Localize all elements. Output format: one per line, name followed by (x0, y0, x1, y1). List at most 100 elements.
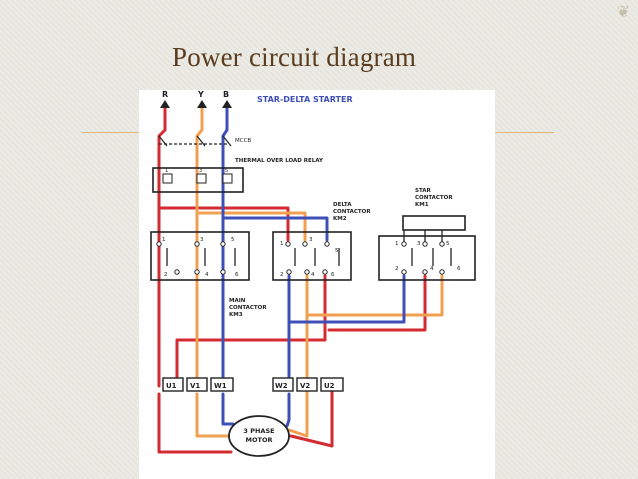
km3-num-2: 2 (164, 272, 168, 278)
terminal-w1-label: W1 (214, 382, 227, 390)
main-label-1: MAIN (229, 298, 246, 304)
main-contactor-box (150, 231, 250, 281)
km2-num-3: 3 (309, 237, 313, 243)
main-label-2: CONTACTOR (229, 305, 267, 311)
title-rule-right (494, 132, 554, 133)
star-contactor-box (378, 235, 476, 281)
km3-contact-top-1 (156, 241, 162, 247)
star-shorting-link (402, 215, 466, 231)
terminal-u1 (162, 377, 184, 392)
km3-num-4: 4 (205, 272, 209, 278)
overload-label: THERMAL OVER LOAD RELAY (235, 158, 324, 164)
terminal-u1-label: U1 (166, 382, 177, 390)
terminal-v1-label: V1 (190, 382, 200, 390)
wire-red-starlink (327, 274, 427, 332)
km1-num-5: 5 (446, 241, 450, 247)
km3-contact-bot-2 (174, 269, 180, 275)
km2-contact-bot-6 (322, 269, 328, 275)
arrow-r (160, 100, 170, 108)
star-label-2: CONTACTOR (415, 195, 453, 201)
circuit-svg: R Y B STAR-DELTA STARTER MCCB THERMAL OV… (150, 90, 476, 457)
fleuron-icon: ❦ (616, 2, 630, 21)
wire-red-u2 (289, 386, 334, 448)
km1-num-6: 6 (457, 266, 461, 272)
arrow-y (197, 100, 207, 108)
terminal-v2-label: V2 (300, 382, 310, 390)
motor-label-1: 3 PHASE (243, 427, 274, 435)
km2-num-2: 2 (280, 272, 284, 278)
olr-num-1: 1 (165, 168, 168, 174)
km1-contact-bot-6 (439, 269, 445, 275)
wire-red-motor (157, 392, 233, 454)
wire-orange-delta (195, 211, 307, 242)
km2-num-4: 4 (311, 272, 315, 278)
km3-num-6: 6 (235, 272, 239, 278)
olr-element-b (222, 173, 233, 184)
km2-contact-bot-2 (286, 269, 292, 275)
km2-num-6: 6 (331, 272, 335, 278)
km3-contact-bot-4 (194, 269, 200, 275)
km3-contact-bot-6 (220, 269, 226, 275)
km3-num-3: 3 (200, 237, 204, 243)
km2-contact-top-5 (324, 241, 330, 247)
terminal-v2 (296, 377, 318, 392)
terminal-w2 (272, 377, 294, 392)
olr-element-r (162, 173, 173, 184)
motor-label-2: MOTOR (246, 436, 273, 444)
wire-red-delta (157, 206, 290, 242)
terminal-v1 (186, 377, 208, 392)
phase-label-b: B (223, 90, 229, 99)
km1-contact-bot-4 (422, 269, 428, 275)
star-label-1: STAR (415, 188, 432, 194)
km1-num-1: 1 (395, 241, 399, 247)
star-label-3: KM1 (415, 202, 429, 208)
km1-contact-top-1 (401, 241, 407, 247)
km2-num-1: 1 (280, 241, 284, 247)
km3-num-5: 5 (231, 237, 235, 243)
overload-relay-box (152, 167, 244, 193)
delta-label-2: CONTACTOR (333, 209, 371, 215)
title-rule-left (82, 132, 140, 133)
km1-contact-top-3 (422, 241, 428, 247)
terminal-w1 (210, 377, 234, 392)
diagram-title: STAR-DELTA STARTER (257, 95, 353, 104)
main-label-3: KM3 (229, 312, 243, 318)
km2-num-5: 5 (335, 248, 339, 254)
arrow-b (222, 100, 232, 108)
terminal-u2 (320, 377, 344, 392)
phase-label-r: R (162, 90, 168, 99)
delta-label-3: KM2 (333, 216, 347, 222)
km3-contact-top-3 (194, 241, 200, 247)
terminal-w2-label: W2 (275, 382, 288, 390)
km2-contact-bot-4 (304, 269, 310, 275)
km3-contact-top-5 (220, 241, 226, 247)
wire-blue-main (221, 106, 229, 388)
km1-num-2: 2 (395, 266, 399, 272)
km1-num-3: 3 (417, 241, 421, 247)
wire-blue-star (287, 274, 406, 324)
km2-contact-top-3 (302, 241, 308, 247)
mccb-switch-b (222, 135, 232, 147)
motor-symbol (228, 415, 290, 457)
wire-red-main (157, 106, 167, 388)
mccb-switch-r (158, 135, 168, 147)
wire-orange-main (195, 106, 204, 388)
wire-blue-w2-motor (285, 392, 291, 428)
km1-contact-top-5 (439, 241, 445, 247)
km2-contact-top-1 (285, 241, 291, 247)
wire-blue-motor (221, 392, 235, 426)
mccb-label: MCCB (235, 138, 251, 144)
delta-contactor-box (272, 231, 352, 281)
olr-num-5: 5 (225, 168, 228, 174)
km3-num-1: 1 (162, 237, 166, 243)
olr-element-y (196, 173, 207, 184)
km1-num-4: 4 (430, 266, 434, 272)
wire-orange-star (305, 274, 444, 317)
wire-orange-v2 (287, 313, 309, 438)
slide-title: Power circuit diagram (172, 42, 417, 72)
mccb-switch-y (196, 135, 206, 147)
delta-label-1: DELTA (333, 202, 352, 208)
star-delta-diagram: R Y B STAR-DELTA STARTER MCCB THERMAL OV… (139, 90, 495, 479)
wire-red-star (175, 274, 327, 382)
olr-num-3: 3 (199, 168, 202, 174)
